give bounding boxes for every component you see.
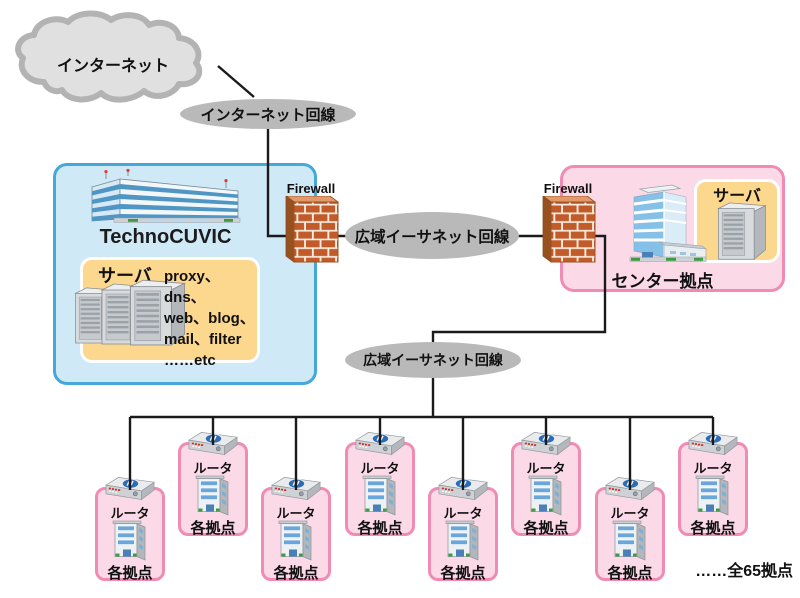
- router-icon: [688, 431, 738, 456]
- building-icon: [695, 475, 729, 516]
- building-icon: [112, 520, 146, 561]
- hq-name-label: TechnoCUVIC: [99, 226, 232, 248]
- site-box-5: ルータ 各拠点: [428, 476, 498, 582]
- wan-line-lower-label: 広域イーサネット回線: [363, 352, 503, 368]
- building-icon: [445, 520, 479, 561]
- site-name-label: 各拠点: [607, 565, 653, 582]
- firewall2-label: Firewall: [543, 181, 593, 196]
- total-sites-label: ……全65拠点: [695, 563, 793, 580]
- site-name-label: 各拠点: [107, 565, 153, 582]
- router-icon: [355, 431, 405, 456]
- router-icon: [105, 476, 155, 501]
- site-box-3: ルータ 各拠点: [261, 476, 331, 582]
- center-server-box-title: サーバ: [713, 188, 761, 205]
- router-label: ルータ: [610, 506, 650, 521]
- hq-service-line-3: mail、filter: [164, 331, 242, 348]
- firewall1-icon: [285, 196, 339, 263]
- router-label: ルータ: [693, 461, 733, 476]
- site-name-label: 各拠点: [440, 565, 486, 582]
- hq-service-line-4: ……etc: [164, 352, 216, 369]
- router-icon: [271, 476, 321, 501]
- center-server-rack-icon: [717, 202, 766, 260]
- router-icon: [188, 431, 238, 456]
- hq-service-line-2: web、blog、: [164, 310, 255, 327]
- wan-line-upper-label: 広域イーサネット回線: [354, 228, 510, 246]
- router-label: ルータ: [110, 506, 150, 521]
- internet-cloud-icon: [15, 10, 203, 103]
- site-box-4: ルータ 各拠点: [345, 431, 415, 537]
- internet-line-node: インターネット回線: [180, 99, 356, 129]
- site-name-label: 各拠点: [690, 520, 736, 537]
- site-name-label: 各拠点: [190, 520, 236, 537]
- router-label: ルータ: [193, 461, 233, 476]
- building-icon: [195, 475, 229, 516]
- hq-server-services: proxy、dns、 web、blog、 mail、filter ……etc: [164, 266, 260, 371]
- router-icon: [521, 431, 571, 456]
- site-box-7: ルータ 各拠点: [595, 476, 665, 582]
- building-icon: [528, 475, 562, 516]
- hq-service-line-1: proxy、dns、: [164, 268, 220, 306]
- firewall1-label: Firewall: [286, 181, 336, 196]
- firewall2-icon: [542, 196, 596, 263]
- router-label: ルータ: [360, 461, 400, 476]
- site-box-1: ルータ 各拠点: [95, 476, 165, 582]
- site-box-6: ルータ 各拠点: [511, 431, 581, 537]
- router-label: ルータ: [526, 461, 566, 476]
- site-name-label: 各拠点: [357, 520, 403, 537]
- building-icon: [362, 475, 396, 516]
- internet-cloud-label: インターネット: [56, 58, 169, 75]
- router-icon: [605, 476, 655, 501]
- building-icon: [612, 520, 646, 561]
- site-name-label: 各拠点: [273, 565, 319, 582]
- wan-line-node-lower: 広域イーサネット回線: [345, 342, 521, 378]
- internet-line-label: インターネット回線: [200, 106, 336, 124]
- router-icon: [438, 476, 488, 501]
- hq-server-box-title: サーバ: [98, 266, 152, 286]
- building-icon: [278, 520, 312, 561]
- site-name-label: 各拠点: [523, 520, 569, 537]
- hq-building-icon: [91, 169, 241, 223]
- site-box-8: ルータ 各拠点: [678, 431, 748, 537]
- site-box-2: ルータ 各拠点: [178, 431, 248, 537]
- router-label: ルータ: [443, 506, 483, 521]
- center-site-name-label: センター拠点: [611, 272, 714, 291]
- wan-line-node-upper: 広域イーサネット回線: [345, 212, 519, 259]
- router-label: ルータ: [276, 506, 316, 521]
